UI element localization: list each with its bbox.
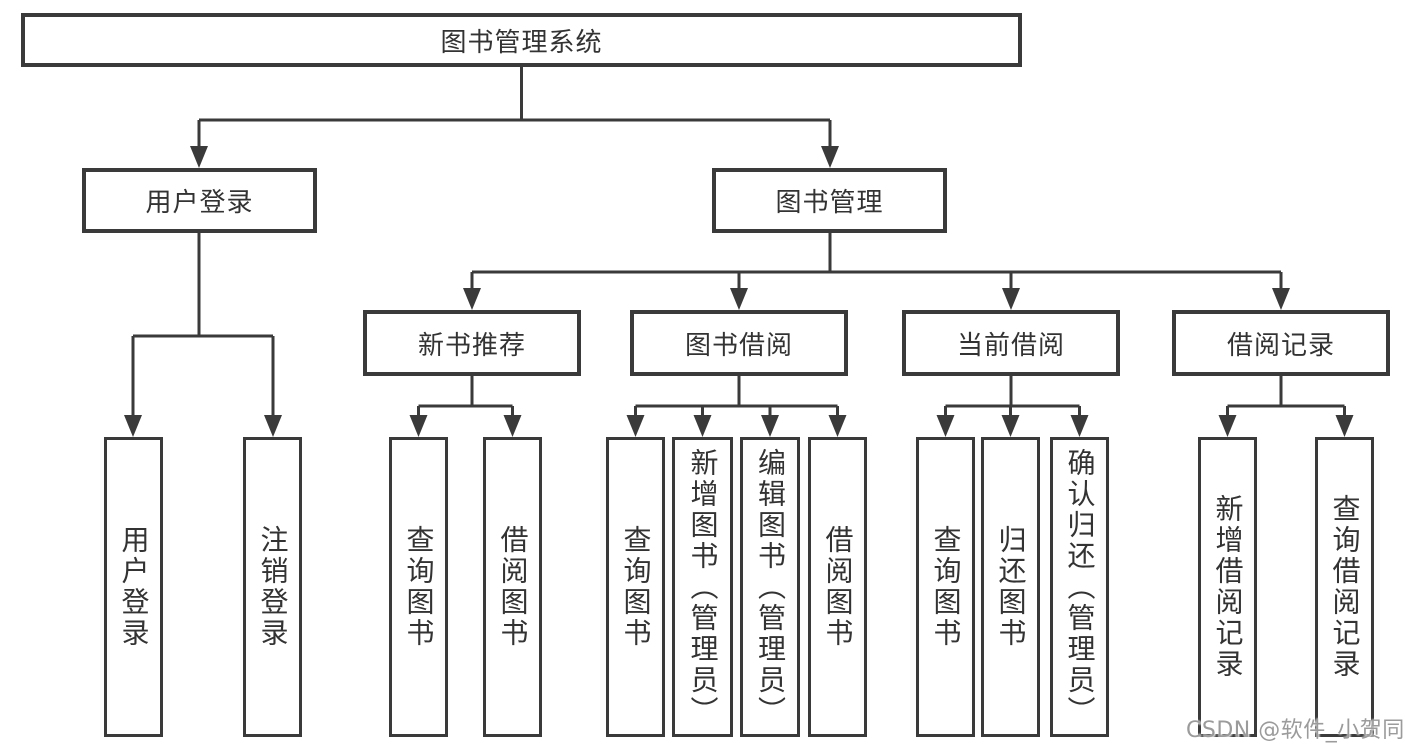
- leaf-return-books: 归还图书: [981, 437, 1040, 737]
- leaf-query-books-borrow: 查询图书: [606, 437, 665, 737]
- connector-login-branch: [124, 233, 282, 437]
- connector-newbook-branch: [409, 376, 522, 437]
- node-current-borrow: 当前借阅: [902, 310, 1120, 376]
- node-root-system: 图书管理系统: [21, 13, 1022, 67]
- connector-borrow-branch: [626, 376, 847, 437]
- node-new-book-recommend: 新书推荐: [363, 310, 581, 376]
- node-user-login: 用户登录: [82, 168, 317, 233]
- leaf-edit-books-admin: 编辑图书（管理员）: [740, 437, 800, 737]
- leaf-logout: 注销登录: [243, 437, 302, 737]
- node-borrow-records: 借阅记录: [1172, 310, 1390, 376]
- leaf-user-login: 用户登录: [104, 437, 163, 737]
- connector-root: [190, 67, 839, 168]
- connector-current-branch: [936, 376, 1089, 437]
- leaf-add-borrow-record: 新增借阅记录: [1198, 437, 1257, 737]
- leaf-confirm-return-admin: 确认归还（管理员）: [1050, 437, 1109, 737]
- leaf-query-books-recommend: 查询图书: [389, 437, 448, 737]
- node-book-management: 图书管理: [712, 168, 947, 233]
- leaf-query-books-current: 查询图书: [916, 437, 975, 737]
- leaf-query-borrow-record: 查询借阅记录: [1315, 437, 1374, 737]
- csdn-watermark: CSDN @软件_小贺同学: [1186, 718, 1405, 743]
- leaf-borrow-books: 借阅图书: [808, 437, 867, 737]
- leaf-borrow-books-recommend: 借阅图书: [483, 437, 542, 737]
- leaf-add-books-admin: 新增图书（管理员）: [672, 437, 733, 737]
- node-book-borrow: 图书借阅: [630, 310, 848, 376]
- connector-mgmt-branch: [463, 233, 1290, 310]
- connector-records-branch: [1218, 376, 1354, 437]
